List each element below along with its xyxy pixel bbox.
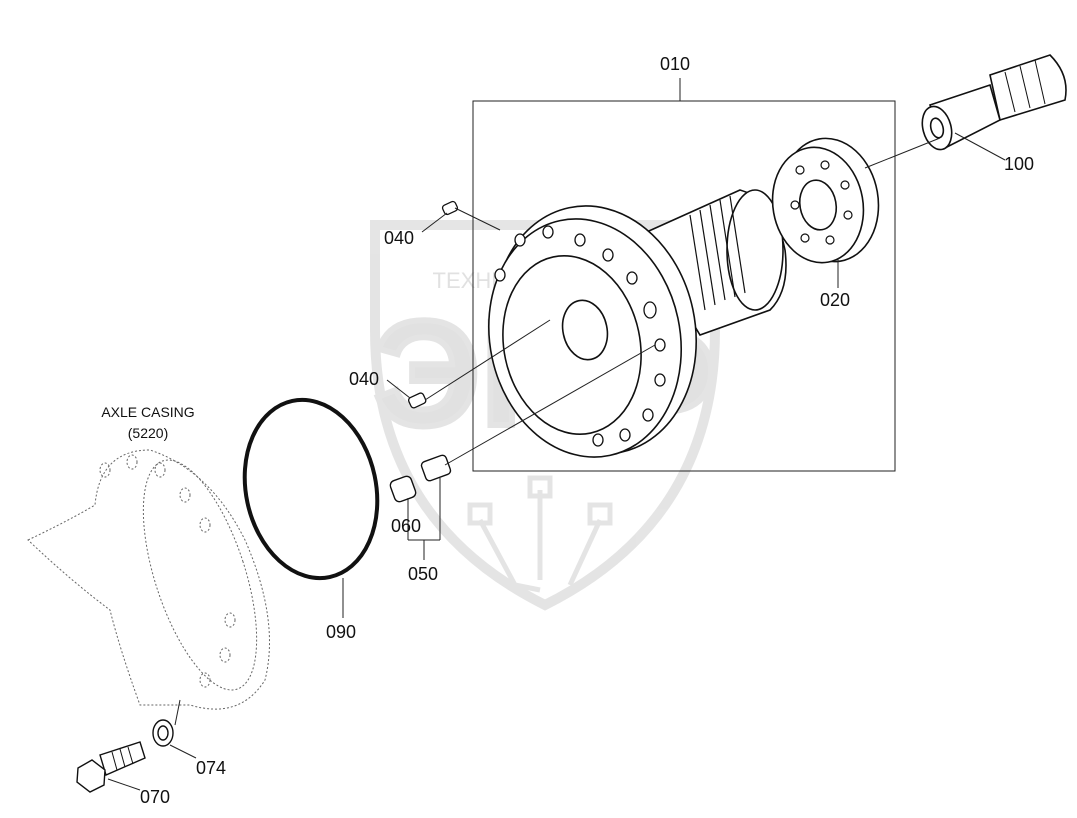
- set-screw-upper-part: [441, 200, 459, 216]
- leader-lines: [107, 132, 1006, 791]
- bolt-070-part: [76, 741, 146, 793]
- set-screw-lower-part: [407, 392, 427, 409]
- callout-060: 060: [391, 516, 421, 536]
- splined-shaft-part: [921, 54, 1067, 151]
- ring-carrier-part: [771, 137, 880, 264]
- o-ring-part: [242, 397, 380, 581]
- callout-050: 050: [408, 564, 438, 584]
- axle-casing-caption: AXLE CASING (5220): [101, 404, 194, 441]
- breather-050-part: [420, 454, 452, 482]
- callout-100: 100: [1004, 154, 1034, 174]
- axle-casing-outline: [27, 449, 270, 710]
- callout-070: 070: [140, 787, 170, 807]
- callout-090: 090: [326, 622, 356, 642]
- callout-labels: 010 100 020 040 040 060 050 090 074 070: [140, 54, 1034, 807]
- callout-040-lower: 040: [349, 369, 379, 389]
- assembly-010-box: [472, 78, 896, 472]
- axle-casing-title: AXLE CASING: [101, 404, 194, 420]
- plug-060-part: [389, 475, 417, 503]
- callout-010: 010: [660, 54, 690, 74]
- wheel-hub-part: [487, 189, 787, 458]
- wheat-emblem-icon: [467, 475, 613, 593]
- axle-casing-code: (5220): [128, 425, 168, 441]
- callout-020: 020: [820, 290, 850, 310]
- callout-074: 074: [196, 758, 226, 778]
- callout-040-upper: 040: [384, 228, 414, 248]
- washer-074-part: [152, 719, 174, 747]
